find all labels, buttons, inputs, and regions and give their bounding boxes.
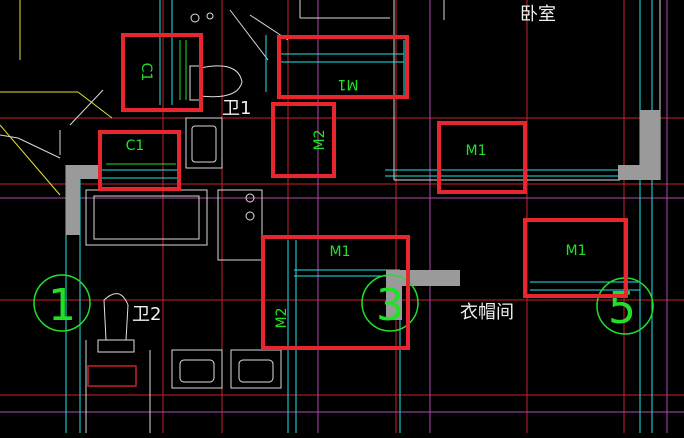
axis-bubble-1 <box>33 274 91 332</box>
tag-m1-right: M1 <box>466 143 487 159</box>
wall-lines <box>0 0 661 433</box>
bath2-mat <box>87 365 137 387</box>
cyan-lines <box>65 0 660 433</box>
tag-m1-top: M1 <box>338 76 359 92</box>
fixtures <box>97 12 274 383</box>
tag-m2-upper: M2 <box>312 130 328 151</box>
highlight-m1-far-right <box>523 218 628 298</box>
tag-c1-left: C1 <box>138 63 154 82</box>
tag-c1-mid: C1 <box>126 138 145 154</box>
highlight-c1-mid <box>98 130 181 191</box>
highlight-m1-center <box>261 235 410 350</box>
axis-label-3: 3 <box>376 280 404 331</box>
tag-m1-center: M1 <box>330 244 351 260</box>
window-lines <box>106 40 187 165</box>
yellow-lines <box>0 0 113 196</box>
room-label-bedroom: 卧室 <box>520 4 556 25</box>
room-label-bath2: 卫2 <box>132 304 161 325</box>
highlight-boxes <box>98 33 628 350</box>
highlight-m2-upper <box>271 102 336 178</box>
axis-bubble-3 <box>361 274 419 332</box>
axis-label-1: 1 <box>48 280 76 331</box>
axis-label-5: 5 <box>608 283 636 334</box>
tag-m1-far-right: M1 <box>566 243 587 259</box>
highlight-m1-right <box>437 121 527 194</box>
tag-m2-lower: M2 <box>274 308 290 329</box>
highlight-m1-top <box>277 35 409 99</box>
room-label-bath1: 卫1 <box>222 98 251 119</box>
solid-walls <box>66 110 660 320</box>
highlight-c1-left <box>121 33 203 112</box>
room-label-cloakroom: 衣帽间 <box>460 302 514 323</box>
